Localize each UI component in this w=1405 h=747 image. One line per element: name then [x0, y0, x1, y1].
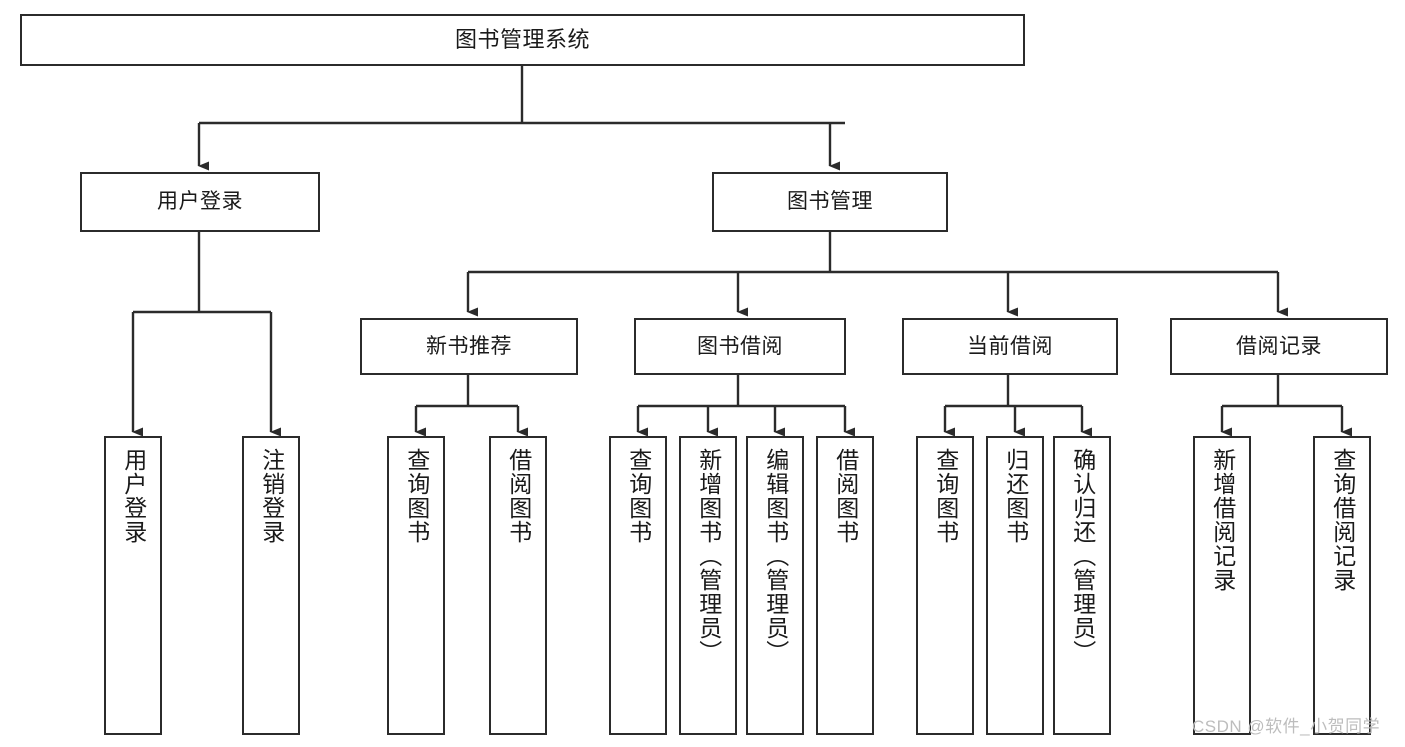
node-label: 查询图书: [932, 448, 959, 544]
node-label: 图书管理系统: [454, 26, 590, 52]
node-label: 新增图书（管理员）: [695, 448, 722, 664]
leaf-logout-login[interactable]: 注销登录: [242, 436, 300, 735]
node-label: 查询图书: [625, 448, 652, 544]
node-book-borrowing[interactable]: 图书借阅: [634, 318, 846, 375]
node-label: 借阅图书: [505, 448, 532, 544]
leaf-edit-book-admin[interactable]: 编辑图书（管理员）: [746, 436, 804, 735]
node-label: 归还图书: [1002, 448, 1029, 544]
node-label: 查询借阅记录: [1329, 448, 1356, 592]
node-user-login[interactable]: 用户登录: [80, 172, 320, 232]
node-label: 用户登录: [120, 448, 147, 544]
node-label: 图书借阅: [697, 334, 783, 358]
node-label: 当前借阅: [967, 334, 1053, 358]
node-label: 用户登录: [157, 190, 243, 214]
leaf-confirm-return-admin[interactable]: 确认归还（管理员）: [1053, 436, 1111, 735]
leaf-query-book-borrowing[interactable]: 查询图书: [609, 436, 667, 735]
node-current-borrowing[interactable]: 当前借阅: [902, 318, 1118, 375]
leaf-add-borrowing-record[interactable]: 新增借阅记录: [1193, 436, 1251, 735]
leaf-query-borrowing-record[interactable]: 查询借阅记录: [1313, 436, 1371, 735]
node-new-book-recommendation[interactable]: 新书推荐: [360, 318, 578, 375]
leaf-query-book-recommendation[interactable]: 查询图书: [387, 436, 445, 735]
node-label: 图书管理: [787, 190, 873, 214]
leaf-return-book[interactable]: 归还图书: [986, 436, 1044, 735]
leaf-borrow-book-borrowing[interactable]: 借阅图书: [816, 436, 874, 735]
node-book-management[interactable]: 图书管理: [712, 172, 948, 232]
node-label: 注销登录: [258, 448, 285, 544]
leaf-borrow-book-recommendation[interactable]: 借阅图书: [489, 436, 547, 735]
node-label: 确认归还（管理员）: [1069, 448, 1096, 664]
leaf-query-book-current[interactable]: 查询图书: [916, 436, 974, 735]
leaf-user-login[interactable]: 用户登录: [104, 436, 162, 735]
node-label: 查询图书: [403, 448, 430, 544]
node-label: 新增借阅记录: [1209, 448, 1236, 592]
node-label: 新书推荐: [426, 334, 512, 358]
node-root-book-management-system[interactable]: 图书管理系统: [20, 14, 1025, 66]
node-label: 借阅图书: [832, 448, 859, 544]
node-label: 编辑图书（管理员）: [762, 448, 789, 664]
csdn-watermark: CSDN @软件_小贺同学: [1192, 717, 1381, 736]
node-label: 借阅记录: [1236, 334, 1322, 358]
leaf-add-book-admin[interactable]: 新增图书（管理员）: [679, 436, 737, 735]
node-borrowing-record[interactable]: 借阅记录: [1170, 318, 1388, 375]
